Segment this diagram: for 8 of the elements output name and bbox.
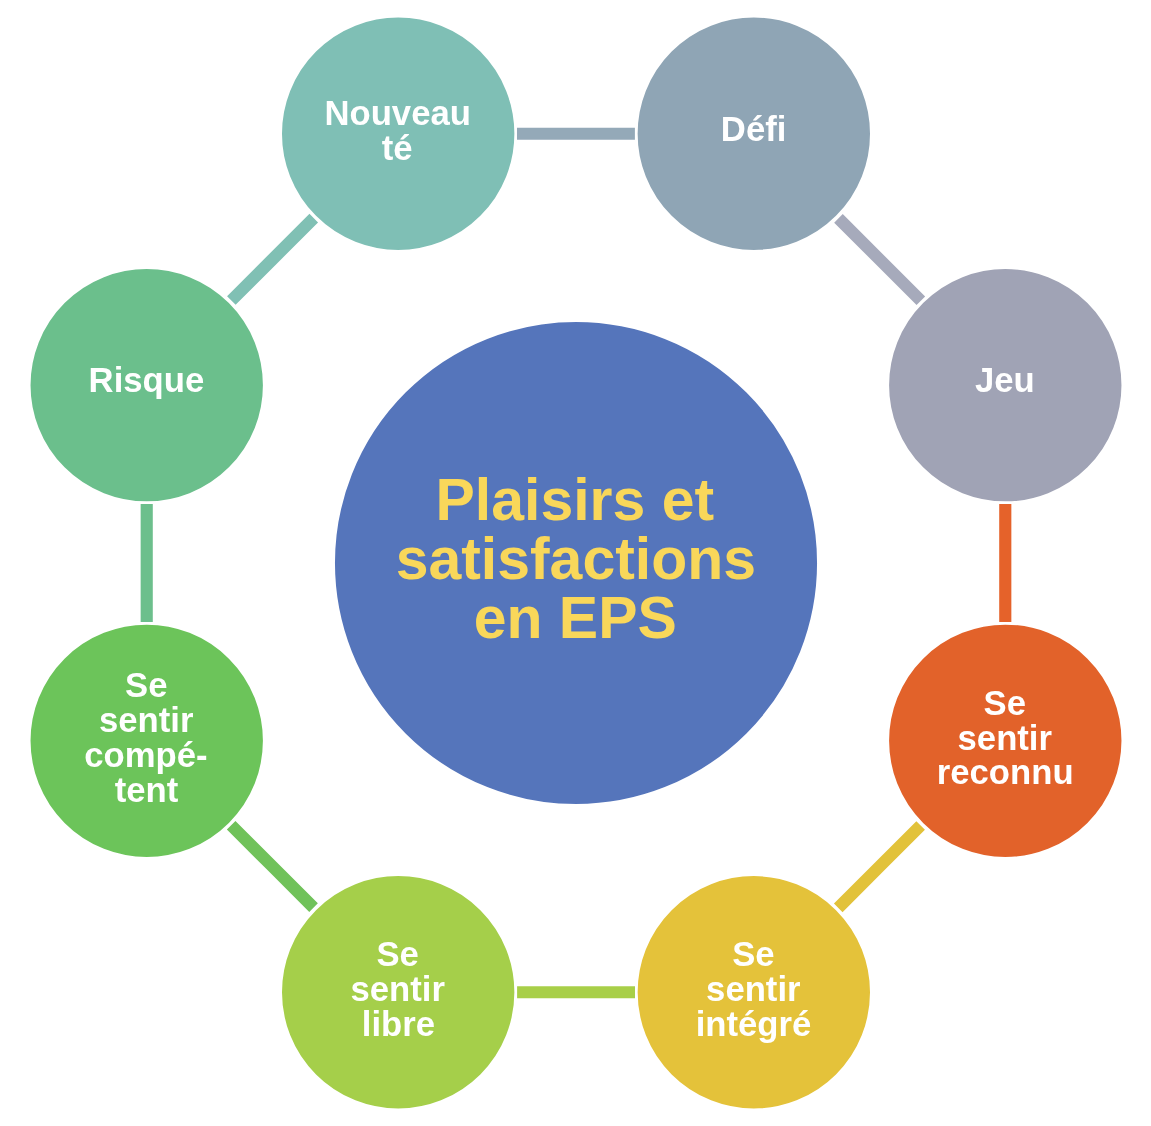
connector (833, 214, 925, 306)
connector (998, 504, 1011, 622)
connector (226, 213, 318, 305)
connector (516, 986, 635, 999)
connector (833, 821, 925, 913)
connector (140, 504, 153, 622)
connector (516, 127, 635, 140)
connector (226, 820, 318, 912)
